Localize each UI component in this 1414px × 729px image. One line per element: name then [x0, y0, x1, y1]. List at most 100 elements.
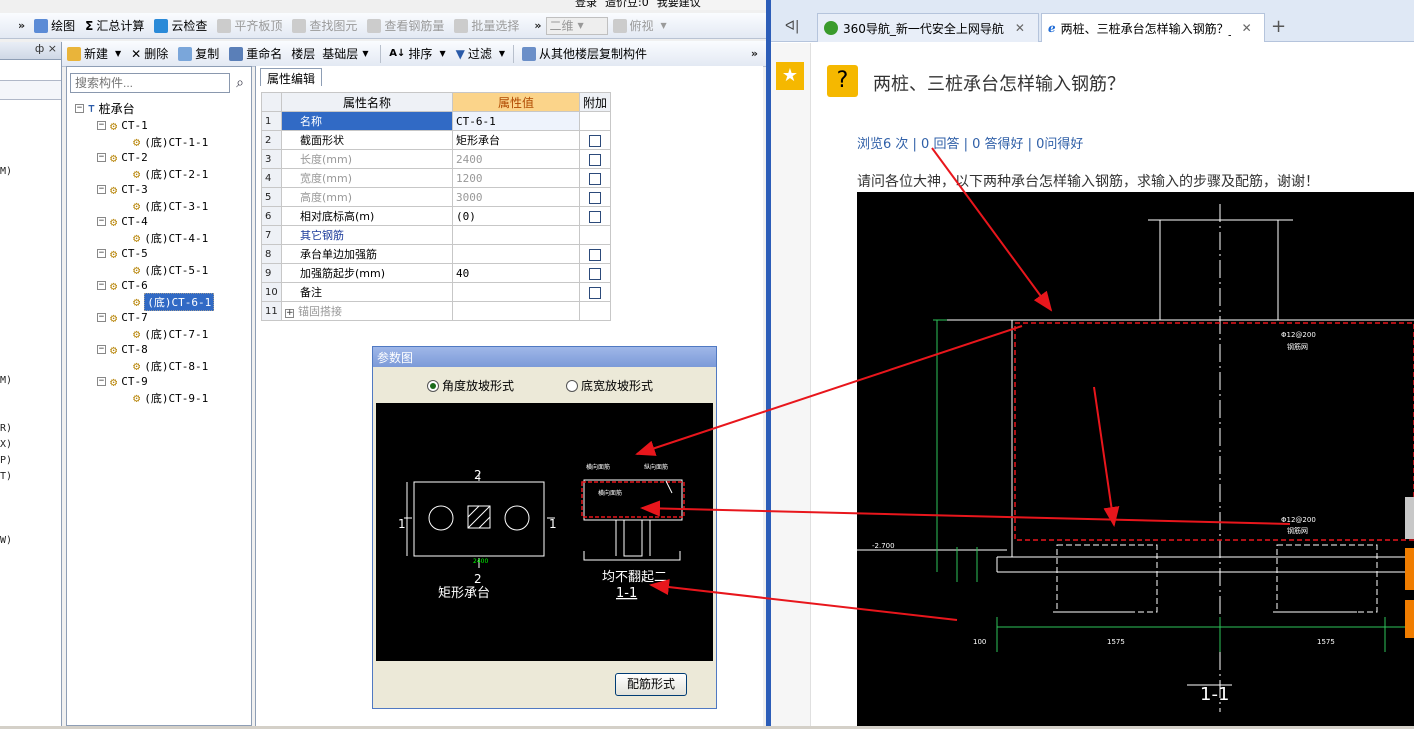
toolbar-overflow-left[interactable]: »	[18, 19, 26, 32]
property-extra-cell[interactable]	[578, 225, 612, 245]
checkbox-icon[interactable]	[589, 191, 601, 204]
checkbox-icon[interactable]	[589, 248, 601, 261]
copy-from-floor-button[interactable]: 从其他楼层复制构件	[517, 43, 652, 65]
radio-angle-slope[interactable]: 角度放坡形式	[427, 377, 514, 394]
back-nav-icon[interactable]: ᐊ|	[785, 19, 800, 34]
collapse-icon[interactable]: −	[97, 152, 106, 162]
tree-leaf-ct-4[interactable]: ⚙(底)CT-4-1	[133, 230, 209, 245]
tree-node-ct-7[interactable]: −⚙CT-7	[97, 310, 148, 325]
property-value-cell[interactable]: CT-6-1	[452, 111, 580, 131]
share-side-button[interactable]	[1405, 600, 1414, 638]
view-mode-select[interactable]: 二维▼	[545, 16, 608, 35]
top-strip-item[interactable]: 登录	[575, 0, 597, 9]
property-extra-cell[interactable]	[578, 282, 612, 302]
top-strip-item[interactable]: 我要建议	[656, 0, 701, 9]
property-extra-cell[interactable]	[578, 244, 612, 264]
property-extra-cell[interactable]	[578, 301, 612, 321]
tree-root[interactable]: − ⊤ 桩承台	[75, 102, 135, 116]
tree-leaf-ct-6[interactable]: ⚙(底)CT-6-1	[133, 292, 215, 311]
view-angle-select[interactable]: 俯视▼	[608, 15, 672, 37]
tree-node-ct-3[interactable]: −⚙CT-3	[97, 182, 148, 197]
collapse-icon[interactable]: −	[97, 376, 106, 386]
property-name-cell[interactable]: +锚固搭接	[281, 301, 453, 321]
property-extra-cell[interactable]	[578, 130, 612, 150]
reinforcement-form-button[interactable]: 配筋形式	[615, 673, 687, 696]
checkbox-icon[interactable]	[589, 267, 601, 280]
tab-property-edit[interactable]: 属性编辑	[260, 68, 323, 86]
property-value-cell[interactable]	[452, 244, 580, 264]
collapse-icon[interactable]: −	[97, 120, 106, 130]
delete-button[interactable]: ✕删除	[131, 46, 169, 62]
sort-button[interactable]: A↓排序▼	[389, 47, 446, 61]
col-header-name[interactable]: 属性名称	[281, 92, 453, 112]
radio-bottom-width-slope[interactable]: 底宽放坡形式	[566, 377, 653, 394]
question-stats[interactable]: 浏览6 次 | 0 回答 | 0 答得好 | 0问得好	[857, 137, 1084, 152]
property-extra-cell[interactable]	[578, 187, 612, 207]
checkbox-icon[interactable]	[589, 172, 601, 185]
share-side-button[interactable]	[1405, 548, 1414, 590]
floor-select[interactable]: 基础层▼	[322, 47, 369, 61]
tree-node-ct-4[interactable]: −⚙CT-4	[97, 214, 148, 229]
tab-question-page[interactable]: ℯ 两桩、三桩承台怎样输入钢筋？_ ✕	[1041, 13, 1265, 42]
filter-button[interactable]: ▼过滤▼	[455, 46, 505, 62]
collapse-icon[interactable]: −	[97, 280, 106, 290]
copy-button[interactable]: 复制	[173, 43, 224, 65]
collapse-icon[interactable]: −	[97, 184, 106, 194]
view-rebar-qty-button[interactable]: 查看钢筋量	[362, 15, 449, 37]
collapse-icon[interactable]: −	[97, 312, 106, 322]
tree-leaf-ct-9[interactable]: ⚙(底)CT-9-1	[133, 390, 209, 405]
property-name-cell[interactable]: 宽度(mm)	[281, 168, 453, 188]
close-icon[interactable]: ✕	[1241, 21, 1252, 35]
property-extra-cell[interactable]	[578, 149, 612, 169]
property-row[interactable]: 11+锚固搭接	[261, 301, 612, 321]
property-value-cell[interactable]: 矩形承台	[452, 130, 580, 150]
property-value-cell[interactable]	[452, 282, 580, 302]
property-name-cell[interactable]: 相对底标高(m)	[281, 206, 453, 226]
collapse-icon[interactable]: −	[97, 248, 106, 258]
toolbar-overflow-right[interactable]: »	[750, 47, 758, 60]
feedback-side-tab[interactable]	[1405, 497, 1414, 539]
property-value-cell[interactable]	[452, 225, 580, 245]
col-header-extra[interactable]: 附加	[578, 92, 612, 112]
checkbox-icon[interactable]	[589, 134, 601, 147]
batch-select-button[interactable]: 批量选择	[449, 15, 524, 37]
dock-panel-field[interactable]	[0, 80, 61, 100]
new-button[interactable]: 新建▼	[62, 43, 126, 65]
property-name-cell[interactable]: 加强筋起步(mm)	[281, 263, 453, 283]
find-element-button[interactable]: 查找图元	[287, 15, 362, 37]
draw-button[interactable]: 绘图	[29, 15, 80, 37]
property-name-cell[interactable]: 其它钢筋	[281, 225, 453, 245]
tree-leaf-ct-5[interactable]: ⚙(底)CT-5-1	[133, 262, 209, 277]
collapse-icon[interactable]: −	[97, 216, 106, 226]
align-slab-top-button[interactable]: 平齐板顶	[212, 15, 287, 37]
property-name-cell[interactable]: 承台单边加强筋	[281, 244, 453, 264]
tree-node-ct-2[interactable]: −⚙CT-2	[97, 150, 148, 165]
tree-leaf-ct-8[interactable]: ⚙(底)CT-8-1	[133, 358, 209, 373]
checkbox-icon[interactable]	[589, 286, 601, 299]
property-value-cell[interactable]: (0)	[452, 206, 580, 226]
close-icon[interactable]: ✕	[1014, 21, 1025, 35]
collapse-icon[interactable]: −	[75, 103, 84, 113]
property-extra-cell[interactable]	[578, 111, 612, 131]
property-value-cell[interactable]: 40	[452, 263, 580, 283]
tree-leaf-ct-7[interactable]: ⚙(底)CT-7-1	[133, 326, 209, 341]
property-name-cell[interactable]: 高度(mm)	[281, 187, 453, 207]
property-name-cell[interactable]: 长度(mm)	[281, 149, 453, 169]
top-strip-item[interactable]: 造价豆:0	[605, 0, 649, 9]
property-extra-cell[interactable]	[578, 206, 612, 226]
toolbar-overflow-right[interactable]: »	[534, 19, 542, 32]
collapse-icon[interactable]: −	[97, 344, 106, 354]
cloud-check-button[interactable]: 云检查	[149, 15, 212, 37]
tree-node-ct-6[interactable]: −⚙CT-6	[97, 278, 148, 293]
tree-node-ct-9[interactable]: −⚙CT-9	[97, 374, 148, 389]
